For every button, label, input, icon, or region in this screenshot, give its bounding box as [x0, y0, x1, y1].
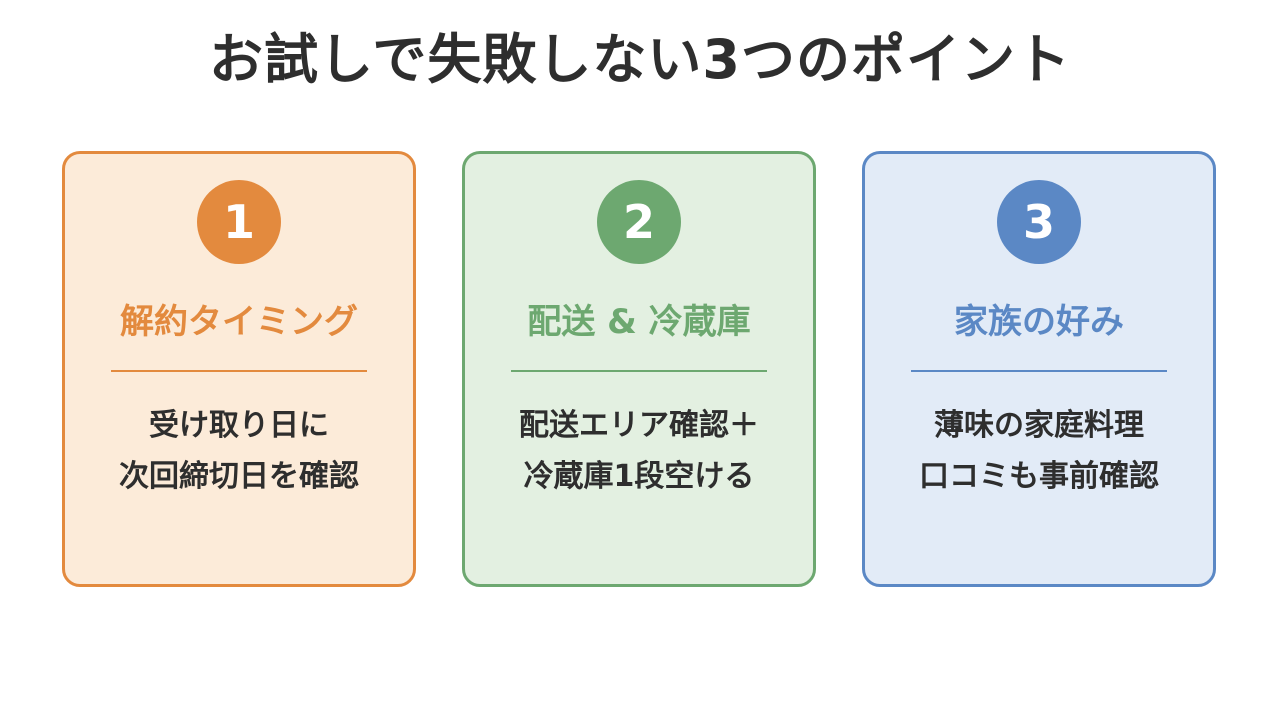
card-heading: 解約タイミング	[120, 302, 358, 342]
number-badge: 3	[997, 180, 1081, 264]
description-line: 口コミも事前確認	[919, 459, 1159, 494]
card-description: 配送エリア確認＋ 冷蔵庫1段空ける	[465, 400, 813, 502]
point-card-1: 1 解約タイミング 受け取り日に 次回締切日を確認	[62, 151, 416, 587]
divider	[511, 370, 767, 372]
number-badge: 1	[197, 180, 281, 264]
number-badge: 2	[597, 180, 681, 264]
divider	[111, 370, 367, 372]
description-line: 配送エリア確認＋	[519, 408, 759, 443]
point-card-3: 3 家族の好み 薄味の家庭料理 口コミも事前確認	[862, 151, 1216, 587]
point-card-2: 2 配送 & 冷蔵庫 配送エリア確認＋ 冷蔵庫1段空ける	[462, 151, 816, 587]
card-heading: 配送 & 冷蔵庫	[527, 302, 751, 342]
card-heading: 家族の好み	[954, 302, 1124, 342]
description-line: 次回締切日を確認	[119, 459, 359, 494]
page-title: お試しで失敗しない3つのポイント	[209, 28, 1071, 91]
description-line: 受け取り日に	[149, 408, 329, 443]
card-description: 受け取り日に 次回締切日を確認	[65, 400, 413, 502]
card-description: 薄味の家庭料理 口コミも事前確認	[865, 400, 1213, 502]
description-line: 冷蔵庫1段空ける	[523, 459, 755, 494]
divider	[911, 370, 1167, 372]
description-line: 薄味の家庭料理	[934, 408, 1144, 443]
